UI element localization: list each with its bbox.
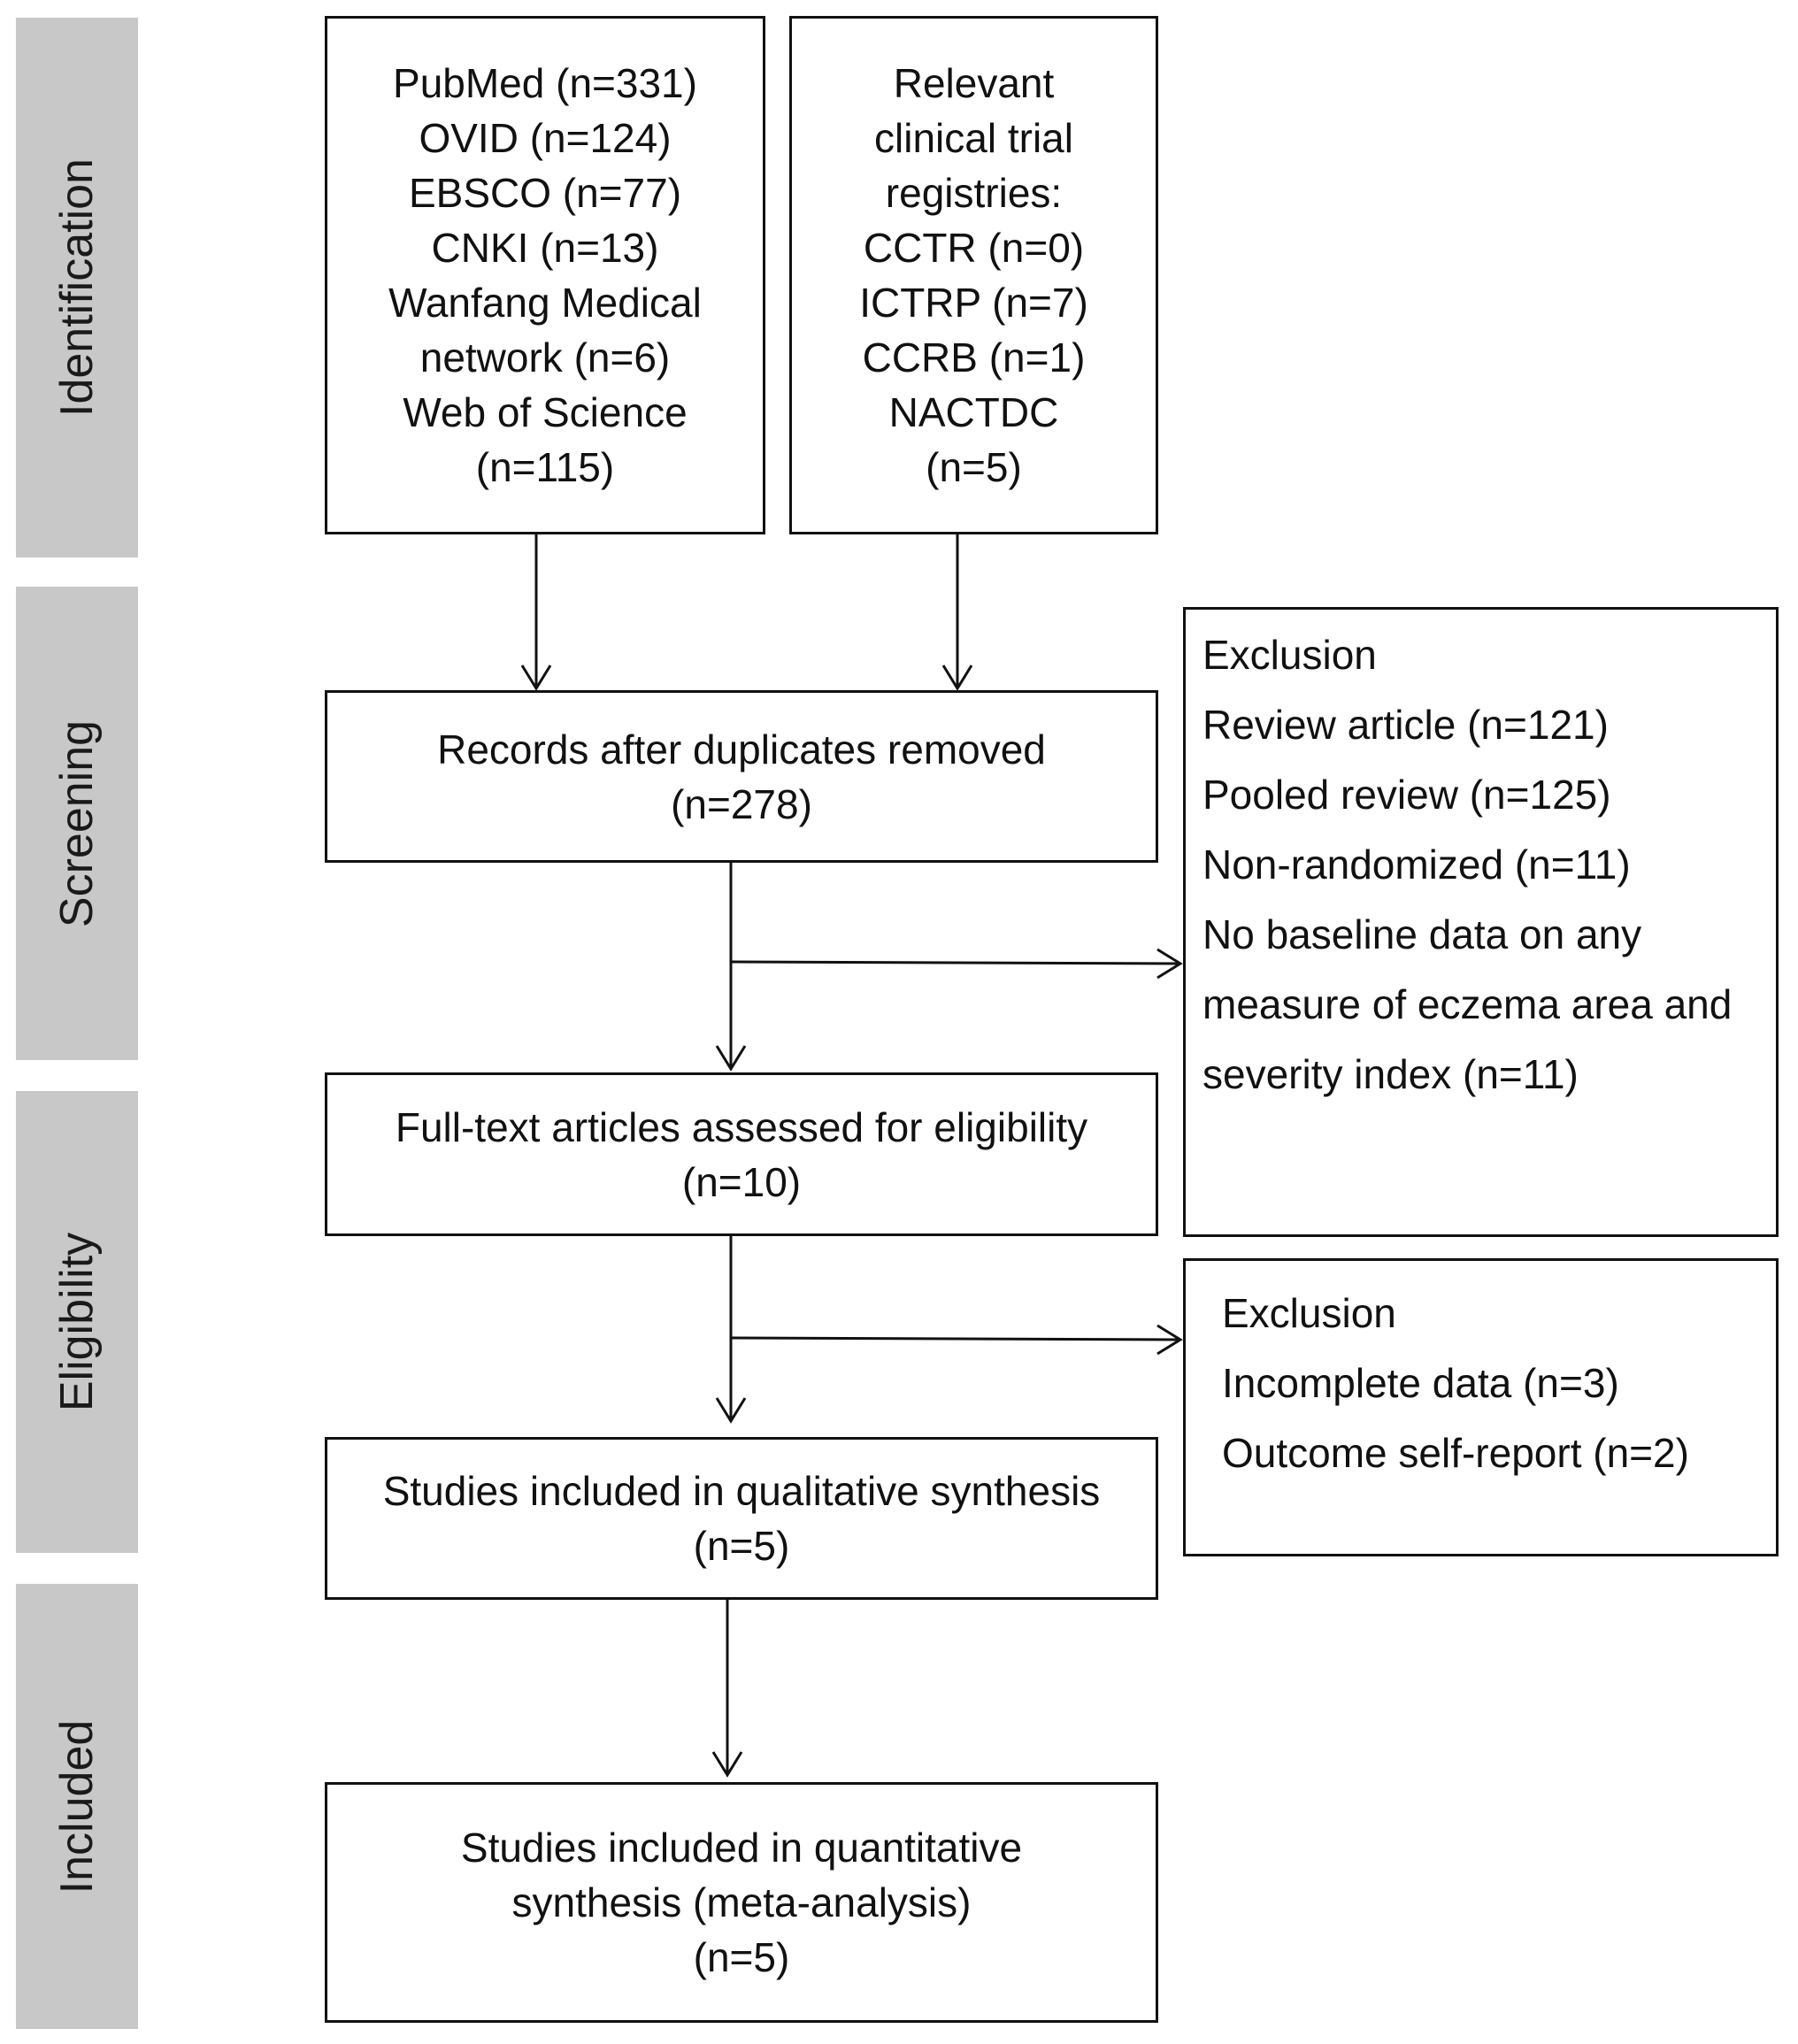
- registries-box: Relevant clinical trial registries: CCTR…: [789, 16, 1158, 534]
- arrowhead: [715, 1045, 747, 1072]
- registry-line: CCRB (n=1): [862, 334, 1086, 380]
- records-count: (n=278): [671, 780, 812, 827]
- eligibility-exclusion-box: Exclusion Incomplete data (n=3) Outcome …: [1183, 1258, 1779, 1556]
- arrowhead: [520, 665, 552, 691]
- quantitative-count: (n=5): [693, 1934, 790, 1980]
- registry-line: Relevant: [893, 60, 1055, 106]
- database-line: EBSCO (n=77): [408, 170, 682, 216]
- registry-line: registries:: [885, 170, 1063, 216]
- arrow-to-screening-exclusion: [730, 960, 1181, 965]
- qualitative-count: (n=5): [693, 1523, 790, 1569]
- arrowhead: [941, 665, 973, 691]
- exclusion-item: measure of eczema area and: [1203, 981, 1733, 1027]
- exclusion-item: Non-randomized (n=11): [1203, 841, 1631, 888]
- database-line: Web of Science: [403, 389, 688, 435]
- fulltext-box: Full-text articles assessed for eligibil…: [325, 1072, 1158, 1236]
- exclusion-heading: Exclusion: [1203, 632, 1377, 678]
- exclusion-item: Pooled review (n=125): [1203, 772, 1611, 818]
- registry-line: NACTDC: [888, 389, 1059, 435]
- exclusion-item: severity index (n=11): [1203, 1051, 1579, 1097]
- database-line: PubMed (n=331): [393, 60, 697, 106]
- records-box: Records after duplicates removed (n=278): [325, 690, 1158, 863]
- exclusion-heading: Exclusion: [1222, 1290, 1396, 1336]
- qualitative-box: Studies included in qualitative synthesi…: [325, 1437, 1158, 1600]
- arrowhead: [1156, 948, 1183, 980]
- fulltext-label: Full-text articles assessed for eligibil…: [395, 1103, 1088, 1150]
- stage-bar-identification: Identification: [16, 18, 138, 557]
- quantitative-label-line1: Studies included in quantitative: [460, 1825, 1023, 1871]
- registry-line: clinical trial: [874, 115, 1073, 161]
- exclusion-item: Outcome self-report (n=2): [1222, 1430, 1689, 1476]
- exclusion-item: No baseline data on any: [1203, 911, 1642, 957]
- registry-line: CCTR (n=0): [863, 225, 1085, 271]
- records-label: Records after duplicates removed: [437, 726, 1046, 772]
- exclusion-item: Review article (n=121): [1203, 702, 1609, 748]
- database-line: OVID (n=124): [419, 115, 672, 161]
- qualitative-label: Studies included in qualitative synthesi…: [382, 1468, 1101, 1514]
- registry-line: (n=5): [926, 444, 1022, 490]
- stage-bar-eligibility: Eligibility: [16, 1091, 138, 1553]
- arrow-to-eligibility-exclusion: [730, 1336, 1181, 1341]
- stage-bar-screening: Screening: [16, 587, 138, 1060]
- database-line: Wanfang Medical: [388, 280, 702, 326]
- database-line: CNKI (n=13): [431, 225, 659, 271]
- screening-exclusion-box: Exclusion Review article (n=121) Pooled …: [1183, 607, 1779, 1237]
- stage-bar-included: Included: [16, 1584, 138, 2029]
- database-line: (n=115): [475, 444, 615, 490]
- fulltext-count: (n=10): [681, 1158, 802, 1205]
- quantitative-label-line2: synthesis (meta-analysis): [511, 1879, 972, 1925]
- exclusion-item: Incomplete data (n=3): [1222, 1360, 1619, 1406]
- arrowhead: [715, 1397, 747, 1424]
- quantitative-box: Studies included in quantitative synthes…: [325, 1782, 1158, 2023]
- arrowhead: [711, 1751, 743, 1778]
- arrowhead: [1156, 1324, 1183, 1356]
- database-line: network (n=6): [419, 334, 671, 380]
- registry-line: ICTRP (n=7): [859, 280, 1088, 326]
- databases-box: PubMed (n=331) OVID (n=124) EBSCO (n=77)…: [325, 16, 765, 534]
